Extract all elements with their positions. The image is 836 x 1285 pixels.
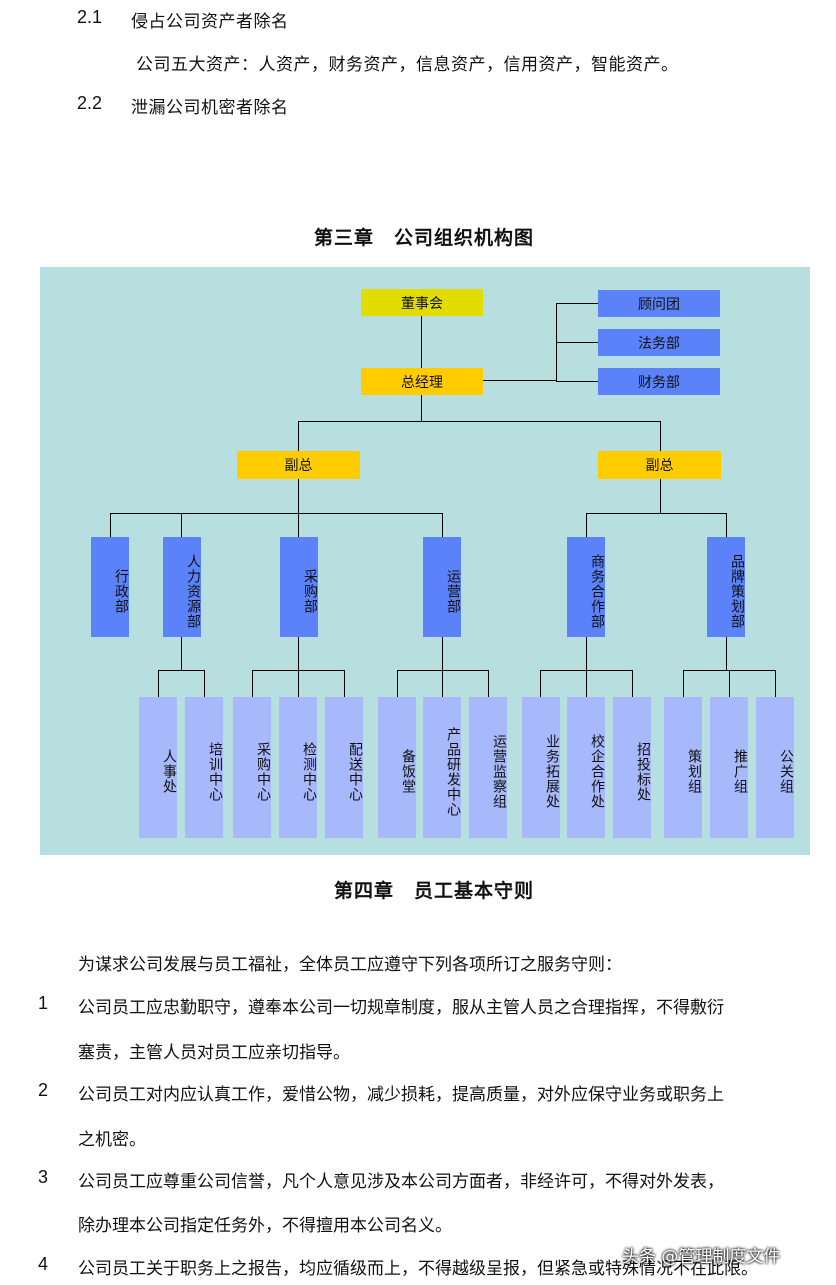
dept-box: 采购部	[280, 537, 318, 637]
section-heading: 侵占公司资产者除名	[131, 12, 289, 32]
org-chart: 董事会 总经理 顾问团 法务部 财务部 副总 副总 行政部 人力资源部 采购部 …	[40, 267, 810, 855]
rule-number: 4	[38, 1254, 49, 1274]
section-number: 2.1	[77, 7, 103, 27]
dept-box: 行政部	[91, 537, 129, 637]
rule-number: 3	[38, 1167, 49, 1187]
dept-box: 运营部	[423, 537, 461, 637]
watermark: 头条 @管理制度文件	[622, 1247, 781, 1267]
unit-box: 业务拓展处	[522, 697, 560, 838]
rule-line: 公司员工关于职务上之报告，均应循级而上，不得越级呈报，但紧急或特殊情况不在此限。	[78, 1259, 758, 1279]
unit-box: 检测中心	[279, 697, 317, 838]
unit-box: 培训中心	[185, 697, 223, 838]
unit-box: 策划组	[664, 697, 702, 838]
unit-box: 公关组	[756, 697, 794, 838]
rule-line: 除办理本公司指定任务外，不得擅用本公司名义。	[78, 1216, 452, 1236]
dept-box: 商务合作部	[567, 537, 605, 637]
rule-number: 2	[38, 1080, 49, 1100]
vp-left-box: 副总	[237, 451, 360, 479]
rule-line: 公司员工应尊重公司信誉，凡个人意见涉及本公司方面者，非经许可，不得对外发表，	[78, 1172, 724, 1192]
chapter3-title: 第三章 公司组织机构图	[313, 227, 534, 249]
unit-box: 采购中心	[233, 697, 271, 838]
unit-box: 运营监察组	[469, 697, 507, 838]
gm-box: 总经理	[361, 368, 483, 395]
unit-box: 备饭堂	[378, 697, 416, 838]
chapter4-title: 第四章 员工基本守则	[333, 880, 534, 902]
rule-number: 1	[38, 993, 49, 1013]
legal-box: 法务部	[598, 329, 720, 356]
unit-box: 配送中心	[325, 697, 363, 838]
intro-text: 为谋求公司发展与员工福祉，全体员工应遵守下列各项所订之服务守则：	[78, 955, 622, 975]
finance-box: 财务部	[598, 368, 720, 395]
rule-line: 塞责，主管人员对员工应亲切指导。	[78, 1043, 350, 1063]
section-number: 2.2	[77, 93, 103, 113]
rule-line: 之机密。	[78, 1130, 146, 1150]
dept-box: 人力资源部	[163, 537, 201, 637]
assets-line: 公司五大资产：人资产，财务资产，信息资产，信用资产，智能资产。	[136, 55, 679, 75]
vp-right-box: 副总	[598, 451, 721, 479]
dept-box: 品牌策划部	[707, 537, 745, 637]
board-box: 董事会	[361, 289, 483, 316]
unit-box: 校企合作处	[567, 697, 605, 838]
unit-box: 人事处	[139, 697, 177, 838]
section-heading: 泄漏公司机密者除名	[131, 98, 289, 118]
unit-box: 招投标处	[613, 697, 651, 838]
unit-box: 推广组	[710, 697, 748, 838]
rule-line: 公司员工应忠勤职守，遵奉本公司一切规章制度，服从主管人员之合理指挥，不得敷衍	[78, 998, 724, 1018]
advisor-box: 顾问团	[598, 290, 720, 317]
rule-line: 公司员工对内应认真工作，爱惜公物，减少损耗，提高质量，对外应保守业务或职务上	[78, 1085, 724, 1105]
unit-box: 产品研发中心	[423, 697, 461, 838]
